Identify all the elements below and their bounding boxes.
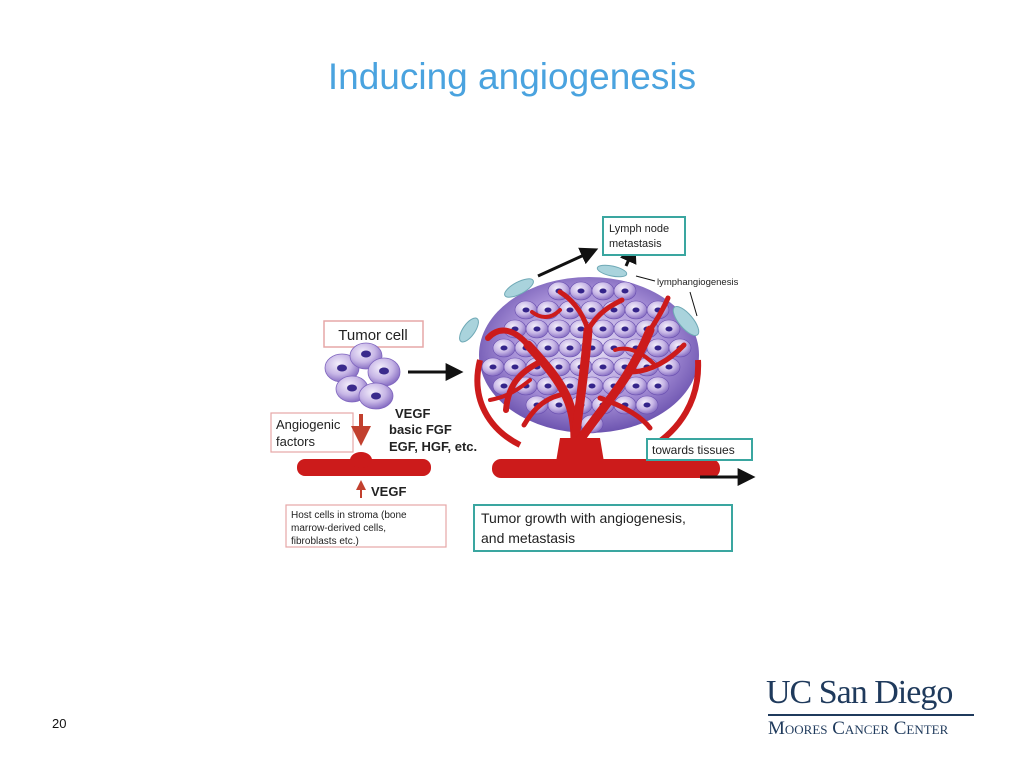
tumor-cell-nucleus [610, 307, 618, 313]
tumor-cell-nucleus [566, 307, 574, 313]
vegf-label: VEGF [371, 484, 406, 499]
tumor-cell-nucleus [500, 345, 508, 351]
tumor-cell-nucleus [522, 307, 530, 313]
tumor-cell-label: Tumor cell [338, 327, 407, 344]
svg-text:marrow-derived cells,: marrow-derived cells, [291, 523, 386, 534]
tumor-cell-nucleus [555, 364, 563, 370]
metastasis-arrow-left [537, 247, 599, 278]
tumor-cell-nucleus [599, 364, 607, 370]
svg-text:Host cells in stroma (bone: Host cells in stroma (bone [291, 510, 407, 521]
svg-text:towards tissues: towards tissues [652, 443, 735, 457]
logo-rule [768, 714, 974, 716]
tumor-cell-nucleus [555, 402, 563, 408]
tumor-cell-nucleus [599, 288, 607, 294]
tumor-cell-nucleus [621, 326, 629, 332]
tumor-cell-nucleus [643, 402, 651, 408]
angiogenic-factors-box: Angiogenic factors [270, 412, 354, 453]
tumor-cell-nucleus [566, 345, 574, 351]
tumor-cell-nucleus [588, 307, 596, 313]
tumor-vessel-network [485, 289, 687, 445]
tumor-blood-vessel [492, 438, 720, 478]
svg-text:fibroblasts etc.): fibroblasts etc.) [291, 536, 359, 547]
factors-list: VEGF basic FGF EGF, HGF, etc. [389, 406, 477, 454]
svg-text:basic FGF: basic FGF [389, 422, 452, 437]
svg-text:Tumor growth with angiogenesis: Tumor growth with angiogenesis, [481, 510, 686, 526]
tumor-cell-nucleus [577, 288, 585, 294]
tumor-cell-nucleus [555, 326, 563, 332]
logo-line-2: Moores Cancer Center [768, 718, 949, 739]
host-cells-box: Host cells in stroma (bone marrow-derive… [285, 504, 447, 548]
tumor-cell-nucleus [511, 364, 519, 370]
tumor-cell-nucleus [665, 364, 673, 370]
tumor-cell-nucleus [533, 326, 541, 332]
page-number: 20 [52, 716, 67, 731]
tumor-cell-nucleus [544, 345, 552, 351]
towards-tissues-box: towards tissues [646, 438, 753, 461]
tumor-cell-nucleus [621, 288, 629, 294]
tumor-mass [474, 277, 702, 451]
tumor-cell-nucleus [599, 326, 607, 332]
tumor-cell-label-box: Tumor cell [323, 320, 424, 348]
tumor-cell-nucleus [665, 326, 673, 332]
svg-text:and metastasis: and metastasis [481, 530, 575, 546]
tumor-cell-nucleus [544, 383, 552, 389]
svg-text:factors: factors [276, 434, 316, 449]
svg-text:EGF, HGF, etc.: EGF, HGF, etc. [389, 439, 477, 454]
tumor-cell-nucleus [489, 364, 497, 370]
logo-line-1: UC San Diego [766, 674, 953, 711]
tumor-cell-nucleus [500, 383, 508, 389]
lymphangiogenesis-label: lymphangiogenesis [657, 277, 739, 288]
tumor-cell-nucleus [588, 383, 596, 389]
svg-text:VEGF: VEGF [395, 406, 430, 421]
tumor-cell-nucleus [654, 383, 662, 389]
tumor-cell-cluster [324, 342, 401, 410]
tumor-cell-nucleus [632, 307, 640, 313]
svg-text:Lymph node: Lymph node [609, 223, 669, 235]
lymph-node-box: Lymph node metastasis [602, 216, 686, 256]
tumor-growth-caption-box: Tumor growth with angiogenesis, and meta… [473, 504, 733, 552]
tumor-cell-nucleus [577, 326, 585, 332]
host-blood-vessel [297, 452, 431, 476]
tumor-cell-nucleus [632, 383, 640, 389]
slide-title: Inducing angiogenesis [327, 56, 697, 97]
svg-text:Angiogenic: Angiogenic [276, 417, 341, 432]
tumor-cell-nucleus [654, 345, 662, 351]
lymphangiogenesis-pointer [635, 275, 656, 282]
tumor-cell-nucleus [566, 383, 574, 389]
tumor-cell-nucleus [544, 307, 552, 313]
lymphangiogenesis-pointer-2 [689, 291, 698, 317]
lymphatic-vessels [459, 264, 700, 343]
ucsd-moores-logo: UC San Diego Moores Cancer Center [766, 676, 978, 740]
svg-text:metastasis: metastasis [609, 238, 662, 250]
